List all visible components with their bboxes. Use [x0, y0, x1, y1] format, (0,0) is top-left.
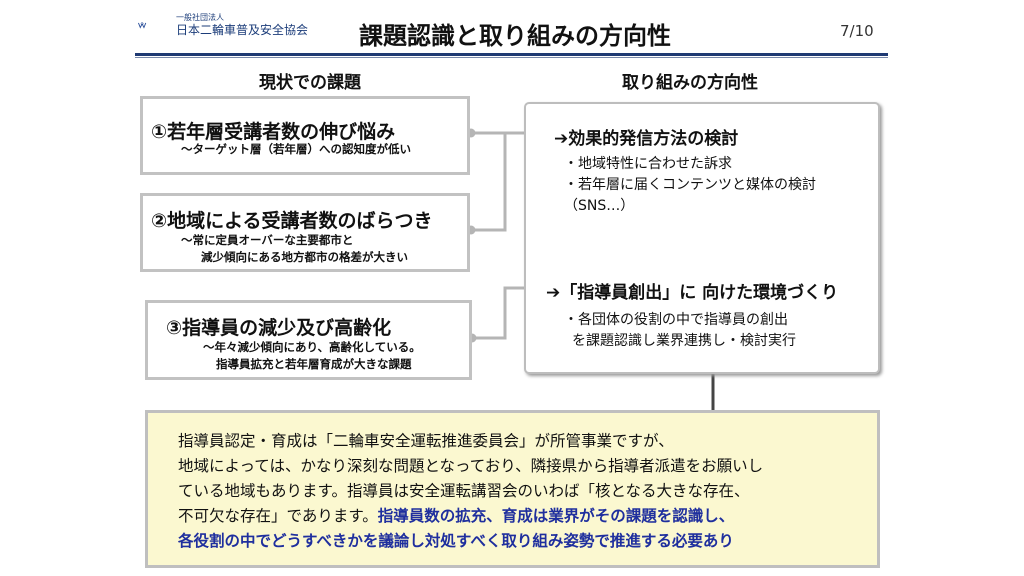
direction-box: ➔効果的発信方法の検討 ・地域特性に合わせた訴求 ・若年層に届くコンテンツと媒体…: [524, 102, 880, 374]
header-rule: [135, 53, 888, 56]
direction-detail: ・各団体の役割の中で指導員の創出: [564, 312, 788, 328]
issue-box-1: ①若年層受講者数の伸び悩み ～ターゲット層（若年層）への認知度が低い: [140, 96, 470, 175]
direction-title: ➔効果的発信方法の検討: [554, 129, 739, 149]
note-line: 地域によっては、かなり深刻な問題となっており、隣接県から指導者派遣をお願いし: [178, 457, 764, 475]
direction-title: ➔「指導員創出」に 向けた環境づくり: [546, 283, 839, 303]
note-line: 不可欠な存在」であります。指導員数の拡充、育成は業界がその課題を認識し、: [178, 504, 877, 529]
slide-title: 課題認識と取り組みの方向性: [359, 22, 671, 50]
note-text: 不可欠な存在」であります。: [178, 507, 378, 525]
issue-detail: 減少傾向にある地方都市の格差が大きい: [201, 250, 408, 264]
issue-title: ②地域による受講者数のばらつき: [151, 210, 433, 232]
direction-detail: を課題認識し業界連携し・検討実行: [572, 333, 796, 349]
page-number: 7/10: [840, 22, 874, 40]
issue-detail: 指導員拡充と若年層育成が大きな課題: [216, 357, 412, 371]
issue-detail: ～常に定員オーバーな主要都市と: [181, 233, 354, 247]
header-rule-thin: [135, 57, 888, 58]
note-line: ている地域もあります。指導員は安全運転講習会のいわば「核となる大きな存在、: [178, 482, 750, 500]
org-logo-icon: [138, 22, 147, 29]
issue-detail: ～年々減少傾向にあり、高齢化している。: [203, 340, 421, 354]
note-emphasis: 指導員数の拡充、育成は業界がその課題を認識し、: [377, 507, 735, 525]
right-heading: 取り組みの方向性: [622, 73, 758, 93]
direction-detail: ・地域特性に合わせた訴求: [564, 156, 732, 172]
issue-box-3: ③指導員の減少及び高齢化 ～年々減少傾向にあり、高齢化している。 指導員拡充と若…: [145, 300, 472, 380]
org-type: 一般社団法人: [176, 13, 224, 22]
left-heading: 現状での課題: [259, 73, 361, 93]
direction-detail: （SNS…）: [564, 198, 635, 214]
note-emphasis: 各役割の中でどうすべきかを議論し対処すべく取り組み姿勢で推進する必要あり: [178, 532, 734, 550]
summary-note: 指導員認定・育成は「二輪車安全運転推進委員会」が所管事業ですが、 地域によっては…: [145, 410, 880, 568]
org-name: 日本二輪車普及安全協会: [176, 23, 309, 37]
issue-title: ①若年層受講者数の伸び悩み: [151, 121, 396, 143]
issue-box-2: ②地域による受講者数のばらつき ～常に定員オーバーな主要都市と 減少傾向にある地…: [140, 193, 470, 272]
issue-title: ③指導員の減少及び高齢化: [166, 317, 392, 339]
note-line: 指導員認定・育成は「二輪車安全運転推進委員会」が所管事業ですが、: [178, 432, 674, 450]
issue-detail: ～ターゲット層（若年層）への認知度が低い: [181, 142, 411, 156]
direction-detail: ・若年層に届くコンテンツと媒体の検討: [564, 177, 816, 193]
